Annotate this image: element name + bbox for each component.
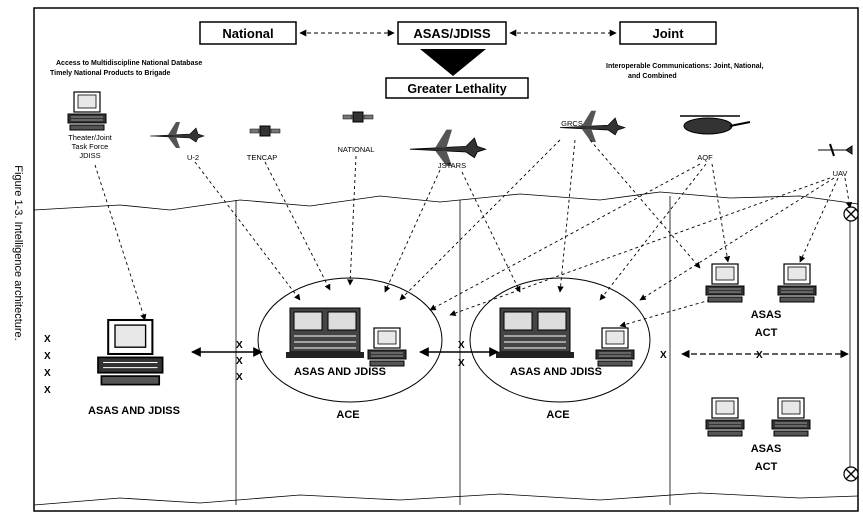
ace-1-rack-icon — [285, 307, 365, 359]
left-station-computer-icon — [96, 318, 164, 386]
outer-frame — [33, 7, 859, 512]
comm-links — [94, 139, 853, 328]
aqf-helicopter-icon — [680, 115, 751, 135]
x-mark: X — [756, 350, 763, 361]
national-system-label: NATIONAL — [338, 145, 375, 154]
aqf-label: AQF — [697, 153, 713, 162]
x-mark: X — [458, 340, 465, 351]
x-mark: X — [236, 372, 243, 383]
national-satellite-icon — [342, 111, 374, 123]
act-1-computer-icon-b — [777, 263, 817, 303]
asas-jdiss-box: ASAS/JDISS — [397, 21, 507, 45]
u2-aircraft-icon — [149, 121, 205, 149]
x-mark: X — [44, 385, 51, 396]
ace-2-rack-icon — [495, 307, 575, 359]
ace-2-label: ACE — [546, 409, 569, 421]
national-box: National — [199, 21, 297, 45]
lethality-triangle — [420, 49, 486, 76]
theater-joint-label-2: Task Force — [72, 142, 109, 151]
greater-lethality-box: Greater Lethality — [385, 77, 529, 99]
joint-label: Joint — [652, 26, 684, 41]
x-mark: X — [44, 351, 51, 362]
x-mark: X — [660, 350, 667, 361]
jstars-label: JSTARS — [438, 161, 466, 170]
x-mark: X — [44, 334, 51, 345]
circled-x-marker-bottom — [843, 466, 859, 482]
tencap-satellite-icon — [249, 125, 281, 137]
note-right-2: and Combined — [628, 73, 677, 80]
act-2-computer-icon-a — [705, 397, 745, 437]
x-mark: X — [236, 340, 243, 351]
terrain-boundary-line — [33, 191, 859, 211]
x-mark: X — [236, 356, 243, 367]
theater-joint-computer-icon — [67, 91, 107, 131]
national-label: National — [222, 26, 273, 41]
act-2-name: ASAS — [751, 443, 782, 455]
act-1-name: ASAS — [751, 309, 782, 321]
joint-box: Joint — [619, 21, 717, 45]
act-1-computer-icon-a — [705, 263, 745, 303]
x-mark: X — [44, 368, 51, 379]
ace-2-boundary — [469, 277, 651, 403]
grcs-label: GRCS — [561, 119, 583, 128]
circled-x-marker-top — [843, 206, 859, 222]
act-1-label: ACT — [755, 327, 778, 339]
terrain-bottom-line — [33, 492, 859, 506]
act-2-computer-icon-b — [771, 397, 811, 437]
theater-joint-label-1: Theater/Joint — [68, 133, 113, 142]
note-left-2: Timely National Products to Brigade — [50, 70, 171, 77]
u2-label: U-2 — [187, 153, 199, 162]
note-right-1: Interoperable Communications: Joint, Nat… — [606, 63, 764, 70]
ace-1-boundary — [257, 277, 443, 403]
uav-aircraft-icon — [818, 143, 853, 157]
greater-lethality-label: Greater Lethality — [407, 82, 506, 96]
tencap-label: TENCAP — [247, 153, 277, 162]
uav-label: UAV — [833, 169, 848, 178]
ace-2-computer-icon — [595, 327, 635, 367]
ace-1-computer-icon — [367, 327, 407, 367]
x-mark: X — [458, 358, 465, 369]
ace-1-station-label: ASAS AND JDISS — [294, 366, 386, 378]
theater-joint-label-3: JDISS — [79, 151, 100, 160]
act-2-label: ACT — [755, 461, 778, 473]
ace-2-station-label: ASAS AND JDISS — [510, 366, 602, 378]
ace-1-label: ACE — [336, 409, 359, 421]
left-station-label: ASAS AND JDISS — [88, 405, 180, 417]
asas-jdiss-label: ASAS/JDISS — [413, 26, 491, 41]
note-left-1: Access to Multidiscipline National Datab… — [56, 60, 202, 67]
